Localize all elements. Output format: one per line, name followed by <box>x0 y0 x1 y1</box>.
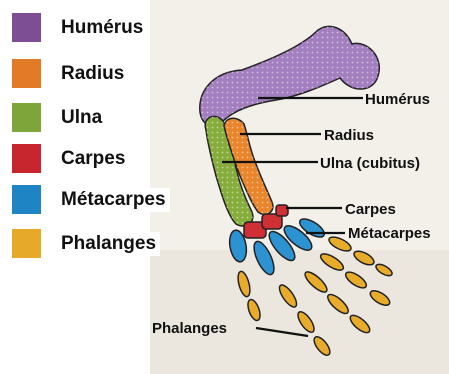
ulna-swatch <box>12 103 41 132</box>
legend-item-ulna: Ulna <box>12 103 106 132</box>
legend-item-metacarpes: Métacarpes <box>12 185 170 214</box>
radius-callout: Radius <box>324 127 374 144</box>
humerus-swatch <box>12 13 41 42</box>
phalanges-swatch <box>12 229 41 258</box>
legend-item-humerus: Humérus <box>12 13 147 42</box>
metacarpes-callout: Métacarpes <box>348 225 431 242</box>
legend-label-humerus: Humérus <box>57 16 147 40</box>
humerus-callout: Humérus <box>365 91 430 108</box>
color-legend: Humérus Radius Ulna Carpes Métacarpes Ph… <box>0 0 200 374</box>
legend-label-radius: Radius <box>57 62 128 86</box>
radius-swatch <box>12 59 41 88</box>
legend-label-carpes: Carpes <box>57 147 129 171</box>
legend-item-radius: Radius <box>12 59 128 88</box>
legend-label-ulna: Ulna <box>57 106 106 130</box>
legend-label-metacarpes: Métacarpes <box>57 188 170 212</box>
carpes-swatch <box>12 144 41 173</box>
legend-item-carpes: Carpes <box>12 144 129 173</box>
metacarpes-swatch <box>12 185 41 214</box>
legend-label-phalanges: Phalanges <box>57 232 160 256</box>
ulna-callout: Ulna (cubitus) <box>320 155 420 172</box>
carpes-callout: Carpes <box>345 201 396 218</box>
legend-item-phalanges: Phalanges <box>12 229 160 258</box>
